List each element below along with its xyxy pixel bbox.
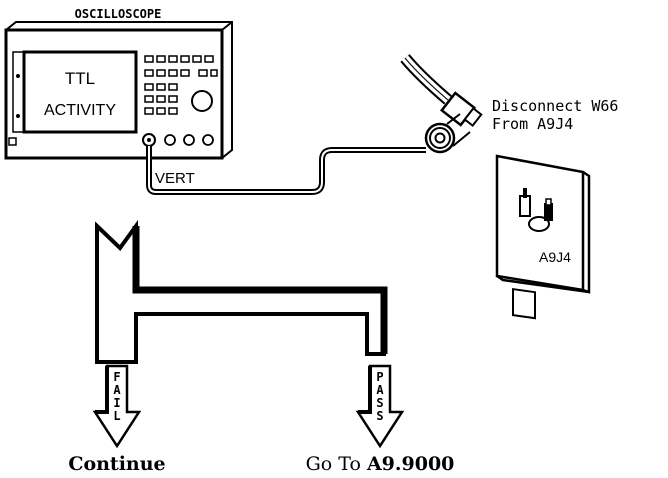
oscilloscope-title: OSCILLOSCOPE <box>75 7 162 21</box>
pass-action-prefix: Go To <box>306 453 361 475</box>
w66-cable <box>400 54 483 154</box>
bnc-connector-icon <box>424 113 471 154</box>
fail-letter-a: A <box>113 383 121 397</box>
pass-action-label: Go To A9.9000 <box>306 453 455 475</box>
a9j4-label: A9J4 <box>539 249 571 265</box>
pass-action-target: A9.9000 <box>366 453 454 475</box>
pass-arrow <box>355 364 405 449</box>
oscilloscope: TTL ACTIVITY <box>4 21 233 160</box>
screen-label-activity: ACTIVITY <box>44 102 116 119</box>
control-knob <box>191 90 213 112</box>
pass-letter-a: A <box>376 383 384 397</box>
a9j4-panel: A9J4 <box>495 154 591 320</box>
pass-letter-s2: S <box>376 409 383 423</box>
fail-arrow <box>92 364 142 449</box>
disconnect-instruction-line2: From A9J4 <box>492 115 573 133</box>
a9j4-connector-icon <box>512 188 553 320</box>
vert-label: VERT <box>155 170 195 187</box>
decision-flow-path <box>95 219 388 364</box>
fail-letter-l: L <box>113 409 120 423</box>
fail-action-label: Continue <box>68 453 165 475</box>
fail-letter-f: F <box>113 370 120 384</box>
pass-arrow-text: P A S S <box>376 370 384 423</box>
screen-label-ttl: TTL <box>65 69 95 88</box>
fail-letter-i: I <box>113 396 120 410</box>
fail-arrow-text: F A I L <box>113 370 121 423</box>
pass-letter-s1: S <box>376 396 383 410</box>
disconnect-instruction-line1: Disconnect W66 <box>492 97 618 115</box>
front-panel-buttons <box>144 55 218 115</box>
oscilloscope-screen <box>22 50 138 134</box>
pass-letter-p: P <box>376 370 383 384</box>
